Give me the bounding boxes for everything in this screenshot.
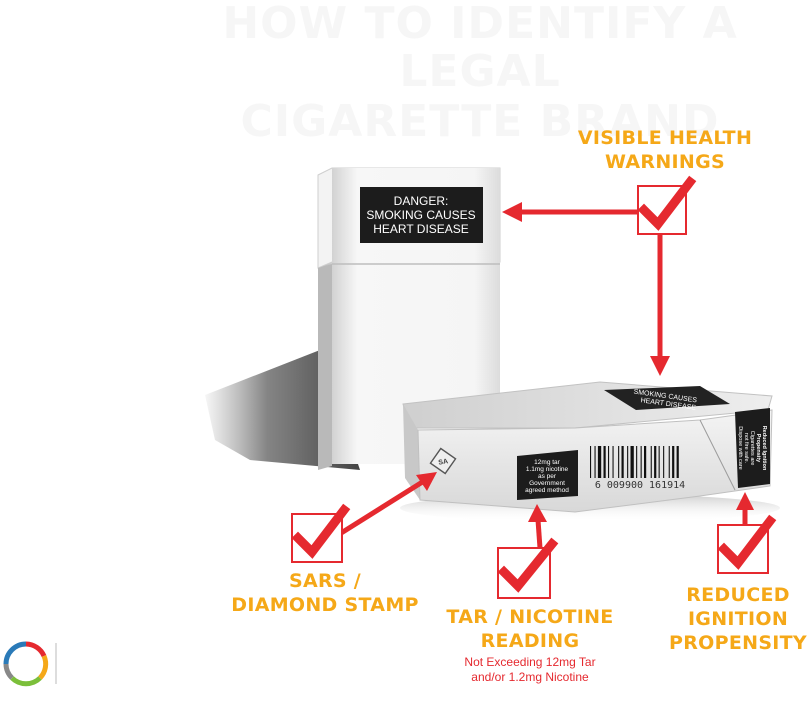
arrowhead-stamp [416, 472, 437, 491]
flap-seam [699, 419, 736, 491]
lying-pack: SMOKING CAUSES HEART DISEASE SA 12mg tar… [400, 381, 780, 522]
tar-sublabel-line-1: Not Exceeding 12mg Tar [464, 655, 596, 669]
barcode-bar [608, 446, 610, 478]
logo-ring-icon [3, 641, 49, 687]
barcode-bar [640, 446, 642, 478]
arrowhead-ignition [736, 492, 754, 510]
barcode-bar [663, 446, 665, 478]
warning-line-3: HEART DISEASE [373, 222, 469, 236]
check-boxes [291, 175, 777, 599]
sars-label-line-1: SARS / [288, 570, 362, 592]
label-reduced-ignition-propensity: REDUCED IGNITION PROPENSITY [666, 583, 810, 655]
barcode-bar [612, 446, 614, 478]
warning-line-1: DANGER: [394, 194, 449, 208]
ignition-line-2: Propensity [755, 434, 761, 463]
barcode-digits: 6 009900 161914 [595, 480, 685, 491]
ignition-line-5: Dispose with care [737, 426, 743, 469]
warning-line-2: SMOKING CAUSES [366, 208, 475, 222]
standing-pack: DANGER: SMOKING CAUSES HEART DISEASE [205, 167, 501, 470]
title-line-2: CIGARETTE BRAND [240, 96, 720, 147]
ignition-panel [735, 408, 770, 488]
title-line-1: HOW TO IDENTIFY A LEGAL [222, 0, 738, 97]
barcode-bar [644, 446, 647, 478]
check-icon [717, 514, 777, 570]
label-visible-health-warnings: VISIBLE HEALTH WARNINGS [560, 126, 770, 174]
tar-label-line-1: TAR / NICOTINE [446, 606, 614, 628]
tar-line-5: agreed method [525, 487, 569, 494]
ignition-line-4: not fire safe. [743, 433, 749, 464]
ignition-label-line-3: PROPENSITY [669, 632, 807, 654]
label-tar-nicotine-reading: TAR / NICOTINE READING [420, 605, 640, 653]
top-warning-panel [604, 386, 730, 410]
barcode-bar [603, 446, 606, 478]
ignition-line-3: Cigarettes are [749, 431, 755, 466]
health-warning-panel [360, 187, 483, 243]
barcode-bar [618, 446, 620, 478]
barcode-bar [654, 446, 657, 478]
barcode-bar [658, 446, 660, 478]
health-label-line-2: WARNINGS [605, 151, 725, 173]
tar-label-line-2: READING [480, 630, 580, 652]
barcode-bar [630, 446, 634, 478]
barcode-bar [594, 446, 596, 478]
ignition-label-line-1: REDUCED [686, 584, 790, 606]
tar-sublabel: Not Exceeding 12mg Tar and/or 1.2mg Nico… [420, 655, 640, 685]
barcode-bar [636, 446, 638, 478]
ignition-text: Reduced Ignition Propensity Cigarettes a… [737, 426, 767, 471]
barcode-bar [597, 446, 602, 478]
tar-line-1: 12mg tar [534, 459, 560, 466]
barcode-bar [668, 446, 670, 478]
tar-line-3: as per [538, 473, 557, 480]
barcode-bar [676, 446, 679, 478]
barcode-bar [621, 446, 624, 478]
barcode-bar [672, 446, 675, 478]
check-box-ignition [717, 514, 777, 574]
stamp-text: SA [438, 458, 449, 467]
sars-label-line-2: DIAMOND STAMP [231, 594, 419, 616]
tar-sublabel-line-2: and/or 1.2mg Nicotine [471, 670, 589, 684]
diamond-stamp: SA [429, 447, 457, 475]
check-box-sars [291, 503, 351, 563]
ignition-label-line-2: IGNITION [687, 608, 789, 630]
check-icon [637, 175, 697, 231]
tar-nicotine-panel [517, 450, 578, 500]
arrowhead-tar [528, 504, 547, 522]
tar-line-2: 1.1mg nicotine [526, 466, 569, 473]
pack-side-lower [318, 264, 332, 470]
page-title: HOW TO IDENTIFY A LEGAL CIGARETTE BRAND [160, 0, 800, 146]
arrows [328, 202, 754, 549]
check-box-health [637, 175, 697, 235]
arrowhead-top-warning [650, 356, 670, 376]
barcode-bar [650, 446, 652, 478]
check-icon [497, 537, 559, 593]
arrow-to-stamp [328, 478, 426, 543]
arrowhead-front-warning [502, 202, 522, 222]
tar-line-4: Government [529, 480, 565, 487]
barcode [590, 446, 679, 478]
check-icon [291, 503, 351, 559]
barcode-bar [590, 446, 592, 478]
barcode-bar [627, 446, 629, 478]
lying-pack-end [403, 404, 420, 500]
ignition-line-1: Reduced Ignition [761, 426, 767, 471]
health-label-line-1: VISIBLE HEALTH [577, 127, 753, 149]
check-box-tar [497, 537, 559, 599]
arrow-to-tar [535, 519, 543, 549]
label-sars-diamond-stamp: SARS / DIAMOND STAMP [220, 569, 430, 617]
